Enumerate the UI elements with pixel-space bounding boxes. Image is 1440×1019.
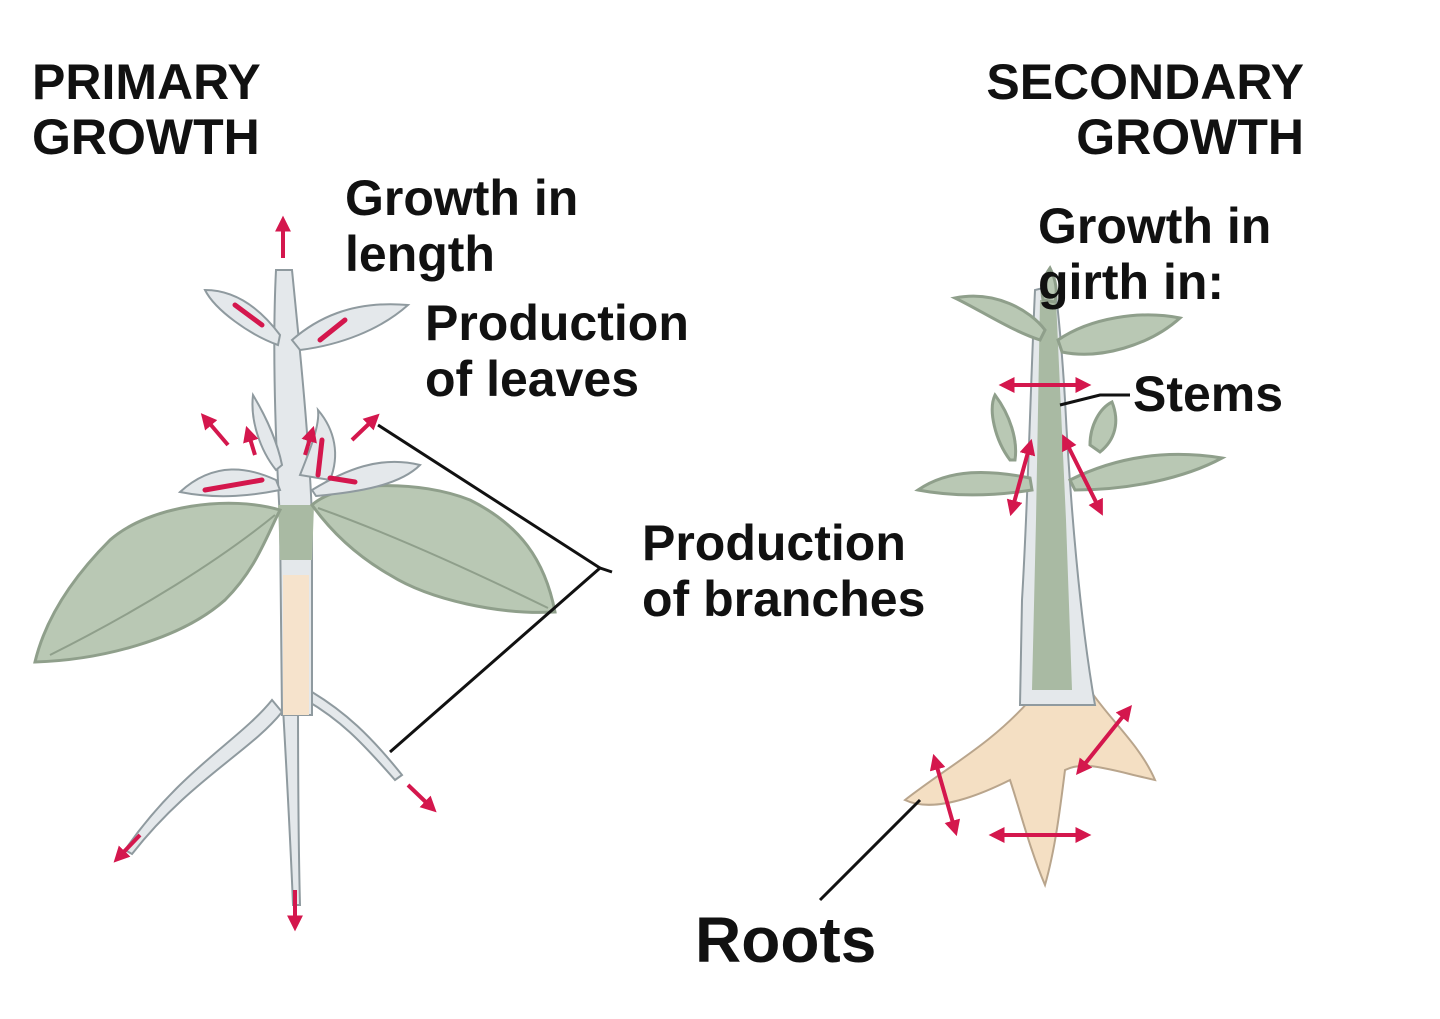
secondary-title-line2: GROWTH: [1076, 109, 1304, 165]
arrow-stem-left: [1006, 438, 1036, 517]
growth-in-length-label: Growth in length: [345, 170, 578, 282]
stems-leader: [1059, 393, 1130, 407]
leaves-line1: Production: [425, 295, 689, 351]
primary-title-line1: PRIMARY: [32, 54, 261, 110]
length-line1: Growth in: [345, 170, 579, 226]
branches-bracket: [377, 423, 613, 754]
arrow-root-left: [113, 833, 142, 863]
arrow-root-left-girth: [929, 753, 961, 837]
secondary-leader-lines: [818, 393, 1130, 902]
growth-in-girth-label: Growth in girth in:: [1038, 198, 1271, 310]
secondary-plant: [818, 265, 1227, 902]
primary-stem-green: [278, 505, 314, 560]
arrow-bud-mid-right: [301, 425, 317, 456]
primary-title: PRIMARY GROWTH: [32, 55, 261, 165]
arrow-root-right: [406, 783, 437, 813]
primary-right-leaf: [309, 484, 557, 614]
secondary-mid-right-bud: [1088, 399, 1118, 454]
secondary-top-bud: [1040, 265, 1058, 304]
stems-label: Stems: [1133, 366, 1284, 422]
primary-left-leaf-vein: [49, 514, 276, 656]
girth-line2: girth in:: [1038, 254, 1225, 310]
primary-arrows: [113, 215, 437, 932]
primary-roots: [123, 689, 404, 906]
secondary-arrows: [929, 377, 1132, 843]
primary-right-leaf-vein: [317, 507, 549, 609]
secondary-mid-left-leaf: [914, 471, 1034, 497]
secondary-mid-left-bud: [990, 392, 1018, 462]
arrow-bud-right: [350, 413, 380, 442]
primary-plant: [33, 215, 613, 932]
secondary-stem-green: [1032, 300, 1072, 690]
arrow-bud-left: [200, 413, 230, 447]
secondary-top-right-leaf: [1056, 313, 1184, 356]
arrow-stem-right: [1062, 434, 1103, 516]
primary-stem-tan: [283, 575, 309, 715]
production-of-branches-label: Production of branches: [642, 515, 925, 627]
primary-red-marks: [202, 302, 358, 493]
arrow-bud-mid-left: [243, 425, 259, 456]
secondary-title-line1: SECONDARY: [986, 54, 1304, 110]
primary-left-leaf: [33, 501, 283, 664]
secondary-mid-right-leaf: [1067, 452, 1227, 492]
secondary-top-left-leaf: [950, 294, 1047, 342]
roots-label: Roots: [695, 904, 877, 976]
branches-line1: Production: [642, 515, 906, 571]
length-line2: length: [345, 226, 495, 282]
branches-line2: of branches: [642, 571, 926, 627]
roots-leader: [818, 798, 922, 902]
arrow-root-right-girth: [1076, 705, 1132, 775]
leaves-line2: of leaves: [425, 351, 640, 407]
girth-line1: Growth in: [1038, 198, 1272, 254]
production-of-leaves-label: Production of leaves: [425, 295, 689, 407]
primary-title-line2: GROWTH: [32, 109, 260, 165]
secondary-title: SECONDARY GROWTH: [986, 55, 1304, 165]
